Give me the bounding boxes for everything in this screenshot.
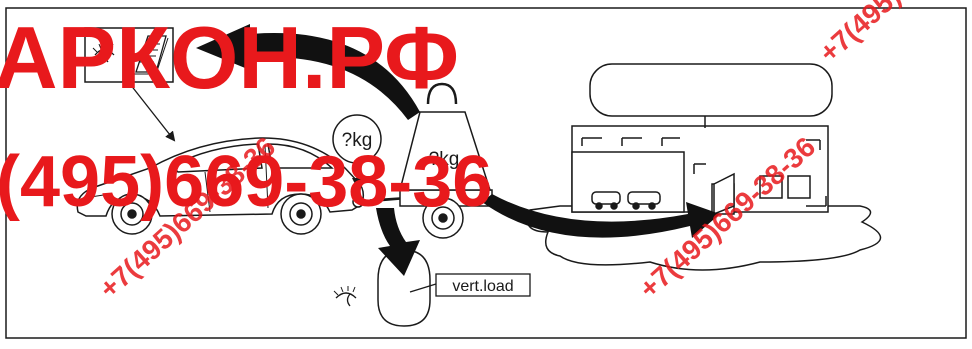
eye-icon (333, 286, 357, 307)
flow-arrows (196, 24, 720, 276)
eye-icon (92, 43, 115, 63)
vertical-load-label: vert.load (452, 278, 513, 295)
manual-book-icon (134, 35, 169, 75)
watermark-site: АРКОН.РФ (0, 8, 459, 107)
arrow-to-manual (196, 24, 420, 120)
arrow-to-vertical-load (376, 208, 420, 276)
hitch-weight-bubble: ?kg (332, 114, 382, 188)
load-weight: ?kg (399, 82, 492, 191)
hitch-weight-label: ?kg (342, 130, 373, 151)
trailer (369, 189, 493, 239)
vertical-load-balloon: vert.load (333, 249, 531, 327)
info-icon-box (84, 27, 174, 83)
diagram-frame (5, 7, 967, 339)
pointer-arrow (129, 83, 176, 142)
load-weight-label: ?kg (429, 149, 460, 170)
watermark-phone: (495)669-38-36 (0, 142, 492, 222)
watermark-diagonal: +7(495)669-38-36 (813, 0, 972, 68)
car (76, 137, 365, 235)
arrow-to-garage (482, 194, 720, 238)
